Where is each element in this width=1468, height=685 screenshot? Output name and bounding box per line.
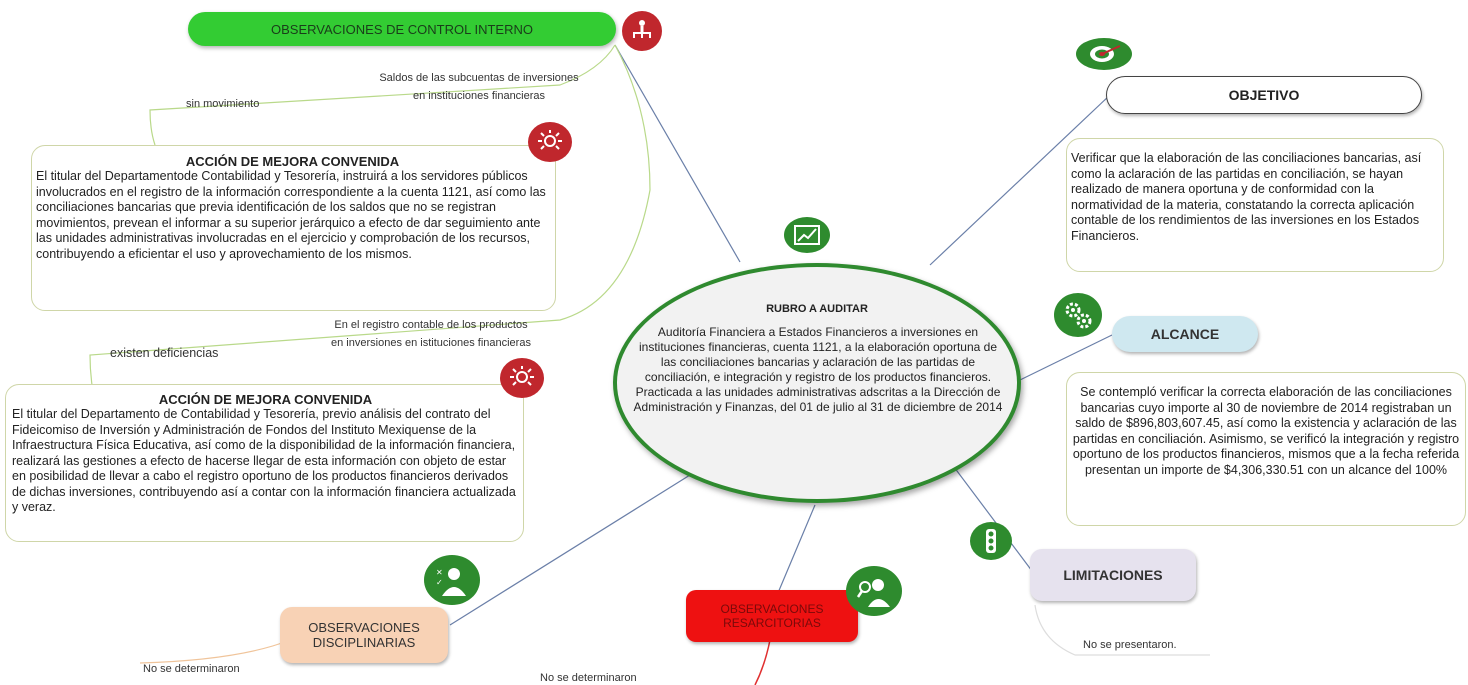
control-interno-pill[interactable]: OBSERVACIONES DE CONTROL INTERNO [188,12,616,46]
svg-text:✕: ✕ [436,568,443,577]
obs2-text: En el registro contable de los productos… [300,316,562,352]
inspector-icon: ✕✓ [424,555,480,605]
chart-icon [784,217,830,253]
resarcitorias-pill[interactable]: OBSERVACIONES RESARCITORIAS [686,590,858,642]
limitaciones-label: LIMITACIONES [1063,567,1163,583]
resarcitorias-note: No se determinaron [540,672,637,684]
objetivo-box: Verificar que la elaboración de las conc… [1066,138,1444,272]
limitaciones-pill[interactable]: LIMITACIONES [1030,549,1196,601]
svg-text:✓: ✓ [436,578,443,587]
obs1-line1: Saldos de las subcuentas de inversiones [379,72,579,84]
objetivo-body: Verificar que la elaboración de las conc… [1071,151,1422,243]
disciplinarias-label-2: DISCIPLINARIAS [312,635,416,650]
magnifier-person-icon [846,566,902,616]
obs1-finding: sin movimiento [186,98,260,110]
idea-bulb-icon [528,122,572,162]
disciplinarias-label-1: OBSERVACIONES [308,620,420,635]
center-title: RUBRO A AUDITAR [766,303,868,315]
obs2-line1: En el registro contable de los productos [334,319,528,331]
target-icon [1076,38,1132,70]
traffic-light-icon [970,522,1012,560]
alcance-label: ALCANCE [1150,326,1220,342]
obs1-text: Saldos de las subcuentas de inversiones … [354,69,604,105]
gears-icon [1054,293,1102,337]
alcance-pill[interactable]: ALCANCE [1112,316,1258,352]
action1-body: El titular del Departamentode Contabilid… [36,169,546,261]
control-interno-label: OBSERVACIONES DE CONTROL INTERNO [271,21,533,37]
disciplinarias-note: No se determinaron [143,663,240,675]
alcance-body: Se contempló verificar la correcta elabo… [1072,385,1460,477]
alcance-box: Se contempló verificar la correcta elabo… [1066,372,1466,526]
obs2-line2: en inversiones en istituciones financier… [331,337,531,349]
objetivo-pill[interactable]: OBJETIVO [1106,76,1422,114]
resarcitorias-label-1: OBSERVACIONES [720,602,824,616]
action1-box[interactable]: ACCIÓN DE MEJORA CONVENIDA El titular de… [31,145,556,311]
org-chart-icon [622,11,662,51]
action2-title: ACCIÓN DE MEJORA CONVENIDA [158,392,373,407]
disciplinarias-pill[interactable]: OBSERVACIONES DISCIPLINARIAS [280,607,448,663]
idea-bulb-icon [500,358,544,398]
objetivo-label: OBJETIVO [1228,87,1300,103]
center-body: Auditoría Financiera a Estados Financier… [633,325,1003,414]
action2-box[interactable]: ACCIÓN DE MEJORA CONVENIDA El titular de… [5,384,524,542]
resarcitorias-label-2: RESARCITORIAS [723,616,821,630]
action1-title: ACCIÓN DE MEJORA CONVENIDA [185,154,400,169]
obs1-line2: en instituciones financieras [412,90,546,102]
center-node[interactable]: RUBRO A AUDITAR Auditoría Financiera a E… [613,263,1021,503]
obs2-finding: existen deficiencias [110,346,219,360]
action2-body: El titular del Departamento de Contabili… [12,407,516,514]
limitaciones-note: No se presentaron. [1083,639,1177,651]
